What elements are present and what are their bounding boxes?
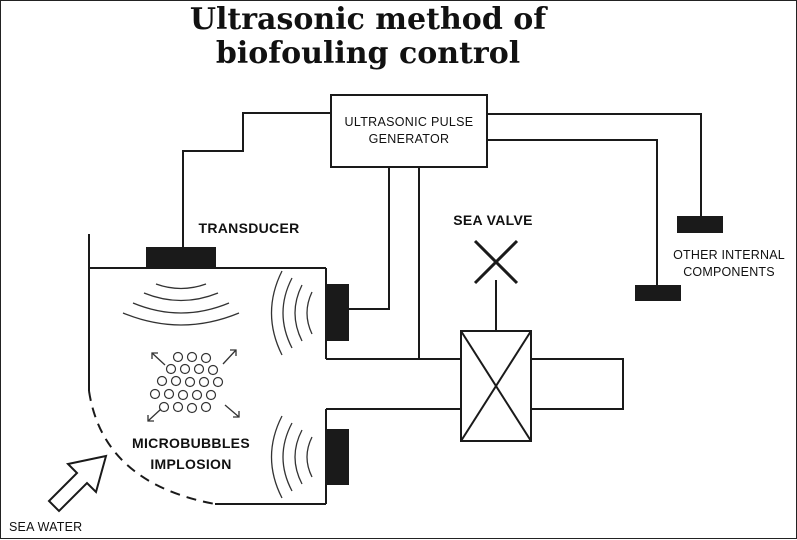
waves-top: [122, 283, 240, 326]
transducer-top: [146, 247, 216, 268]
generator-label-1: ULTRASONIC PULSE: [345, 115, 474, 129]
other-components-label-1: OTHER INTERNAL: [673, 248, 785, 262]
sea-valve-cross-2: [460, 330, 532, 442]
pulse-generator-box: [330, 94, 488, 168]
waves-right-upper: [270, 270, 313, 356]
component-block-upper: [677, 216, 723, 233]
microbubbles-label-2: IMPLOSION: [150, 456, 231, 472]
transducer-right-upper: [326, 284, 349, 341]
wire-right-transducer: [349, 167, 390, 310]
pipe-right-end: [531, 358, 624, 410]
microbubbles-cluster: [149, 351, 224, 414]
sea-valve-handwheel-2: [473, 239, 519, 285]
sea-valve-label: SEA VALVE: [453, 212, 532, 228]
wire-other-lower: [487, 139, 658, 287]
microbubbles-label-1: MICROBUBBLES: [132, 435, 250, 451]
sea-water-arrow-icon: [47, 454, 108, 513]
implosion-arrows: [147, 349, 240, 422]
sea-water-label: SEA WATER: [9, 520, 82, 534]
title-line-2: biofouling control: [216, 36, 520, 71]
sea-water-inlet-dashed: [88, 390, 216, 505]
other-components-label-2: COMPONENTS: [683, 265, 775, 279]
transducer-right-lower: [326, 429, 349, 485]
transducer-label: TRANSDUCER: [199, 220, 300, 236]
wire-other-upper: [487, 113, 702, 217]
generator-label-2: GENERATOR: [369, 132, 450, 146]
component-block-lower: [635, 285, 681, 301]
waves-right-lower: [270, 415, 313, 499]
title-line-1: Ultrasonic method of: [190, 2, 548, 37]
wire-top-transducer: [182, 112, 331, 247]
